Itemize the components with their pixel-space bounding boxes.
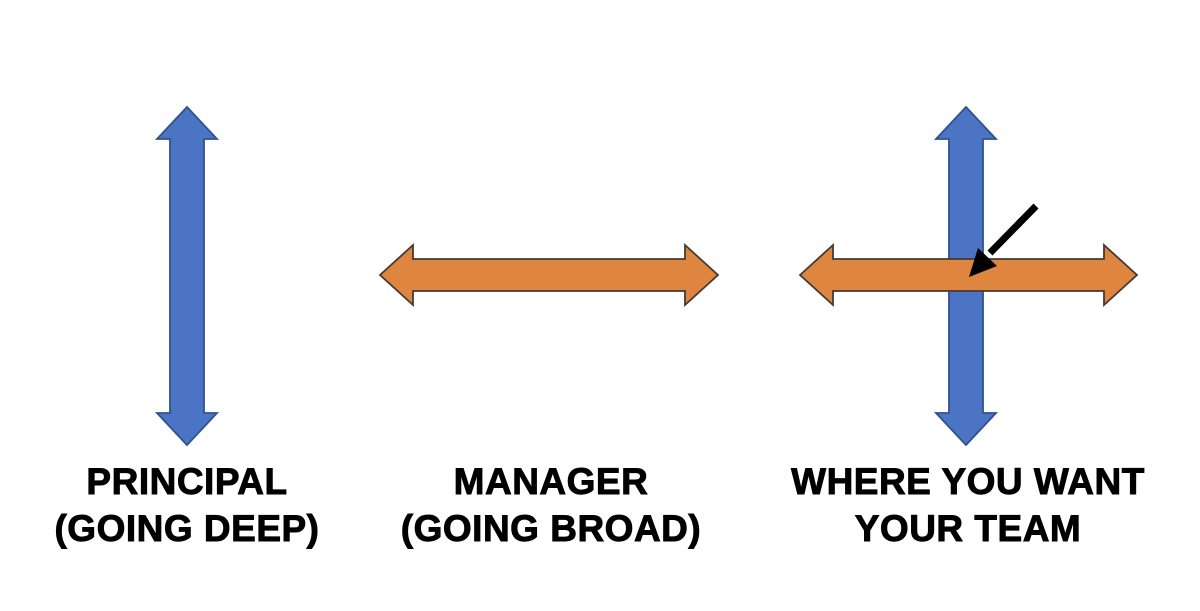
label-team-line1: WHERE YOU WANT [791,461,1145,503]
label-principal-line2: (GOING DEEP) [54,508,320,550]
label-principal-line1: PRINCIPAL [86,461,288,503]
label-manager: MANAGER (GOING BROAD) [351,458,751,552]
vertical-double-arrow-icon [154,105,220,447]
horizontal-double-arrow-icon [378,242,720,308]
label-team-line2: YOUR TEAM [854,508,1082,550]
label-team: WHERE YOU WANT YOUR TEAM [768,458,1168,552]
cross-horizontal-double-arrow-icon [798,242,1139,308]
label-principal: PRINCIPAL (GOING DEEP) [0,458,387,552]
intersection-pointer-arrow-icon [969,203,1039,277]
label-manager-line2: (GOING BROAD) [400,508,702,550]
label-manager-line1: MANAGER [453,461,649,503]
